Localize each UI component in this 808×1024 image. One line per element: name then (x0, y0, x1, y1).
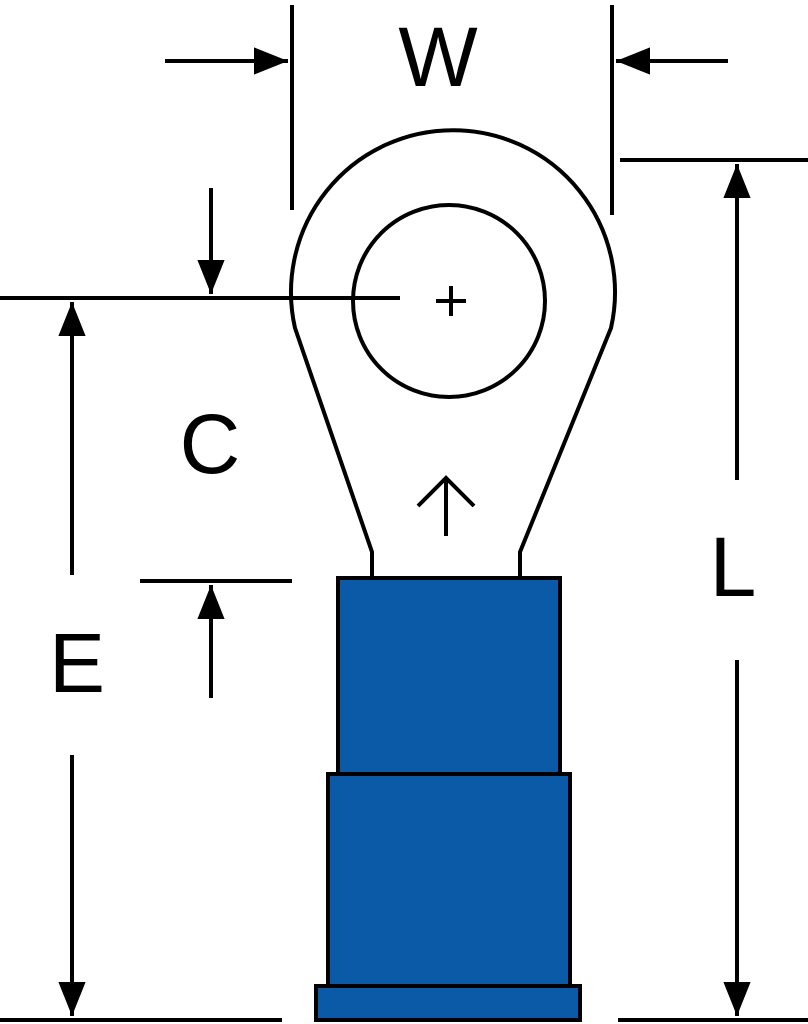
tongue-arrow-icon (416, 475, 476, 536)
plus-icon (436, 286, 466, 316)
extension-lines (0, 5, 808, 1022)
insulation-upper (336, 576, 562, 776)
insulation-lower (326, 772, 572, 988)
label-e: E (49, 616, 105, 710)
label-l: L (710, 520, 757, 614)
label-w: W (398, 10, 477, 104)
dimension-arrows (58, 47, 751, 1016)
label-c: C (180, 397, 241, 491)
insulation-base (314, 984, 582, 1022)
